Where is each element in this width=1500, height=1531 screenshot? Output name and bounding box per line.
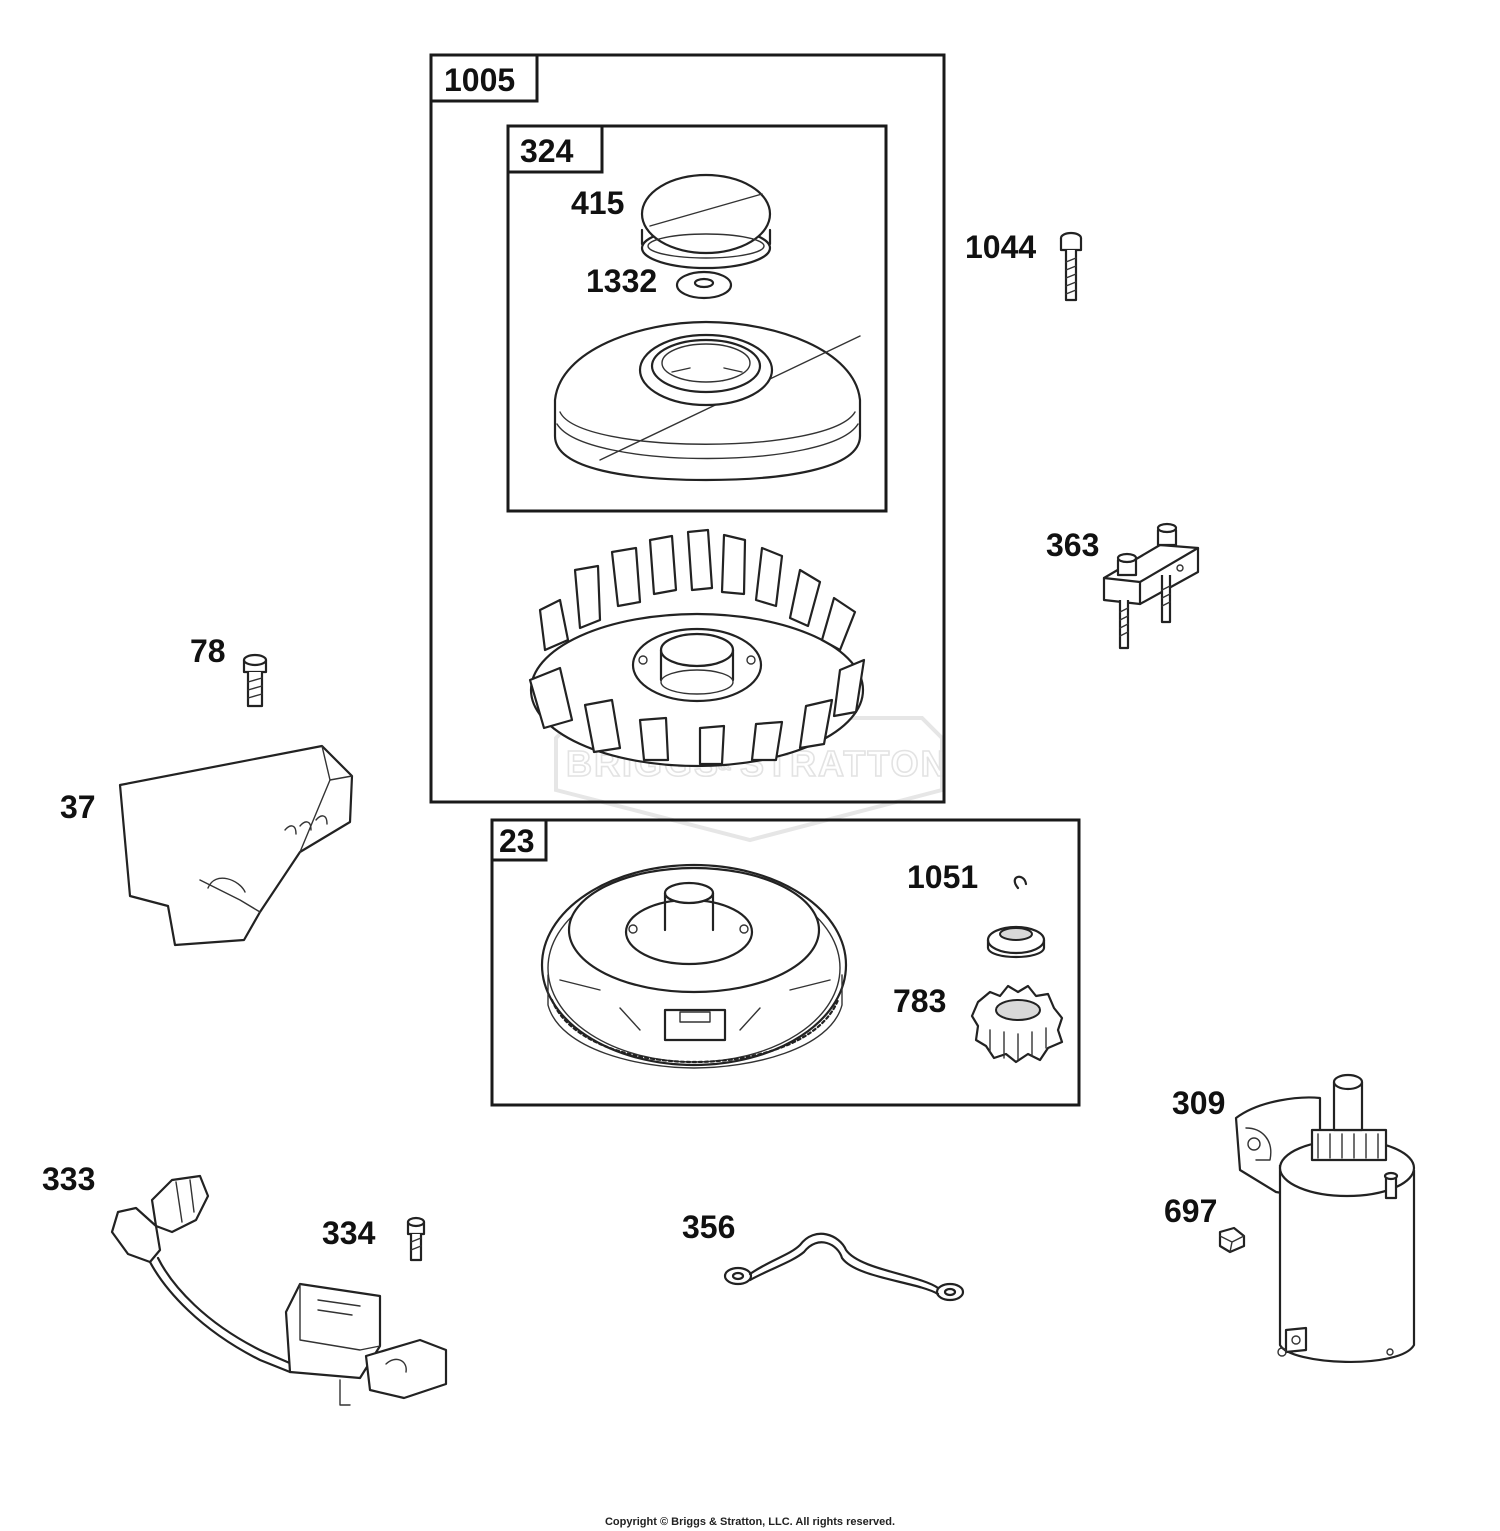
screw-334-drawing [406,1216,426,1262]
label-415: 415 [571,185,624,221]
flywheel-drawing [540,863,848,1069]
copyright-footer: Copyright © Briggs & Stratton, LLC. All … [605,1516,895,1528]
washer-1332-drawing [675,270,733,300]
assembly-324-frame: 324 [506,124,888,513]
label-37: 37 [60,789,96,825]
bolt-697-drawing [1218,1226,1246,1254]
cap-415-drawing [640,173,772,270]
clip-1051-drawing [1013,875,1028,890]
label-334: 334 [322,1215,376,1251]
assembly-324-label: 324 [520,133,574,169]
assembly-1005-label: 1005 [444,62,515,98]
label-783: 783 [893,983,946,1019]
pinion-cap-drawing [986,925,1046,958]
air-guide-37-drawing [118,744,354,947]
label-1332: 1332 [586,263,657,299]
label-697: 697 [1164,1193,1217,1229]
label-78: 78 [190,633,226,669]
label-356: 356 [682,1209,735,1245]
label-309: 309 [1172,1085,1225,1121]
assembly-1005-frame: 1005 [429,53,946,804]
assembly-23-frame: 23 [490,818,1081,1107]
label-333: 333 [42,1161,95,1197]
ground-wire-356-drawing [723,1232,965,1302]
label-1044: 1044 [965,229,1036,265]
bracket-363-drawing [1102,522,1200,650]
cooling-fan-drawing [528,528,866,768]
label-1051: 1051 [907,859,978,895]
starter-motor-309-drawing [1234,1073,1416,1364]
screw-78-drawing [242,653,268,708]
assembly-23-label: 23 [499,823,535,859]
label-363: 363 [1046,527,1099,563]
screw-1044-drawing [1059,231,1083,302]
pinion-gear-783-drawing [970,984,1064,1064]
ignition-coil-333-drawing [110,1174,448,1406]
rotating-screen-drawing [553,320,862,482]
